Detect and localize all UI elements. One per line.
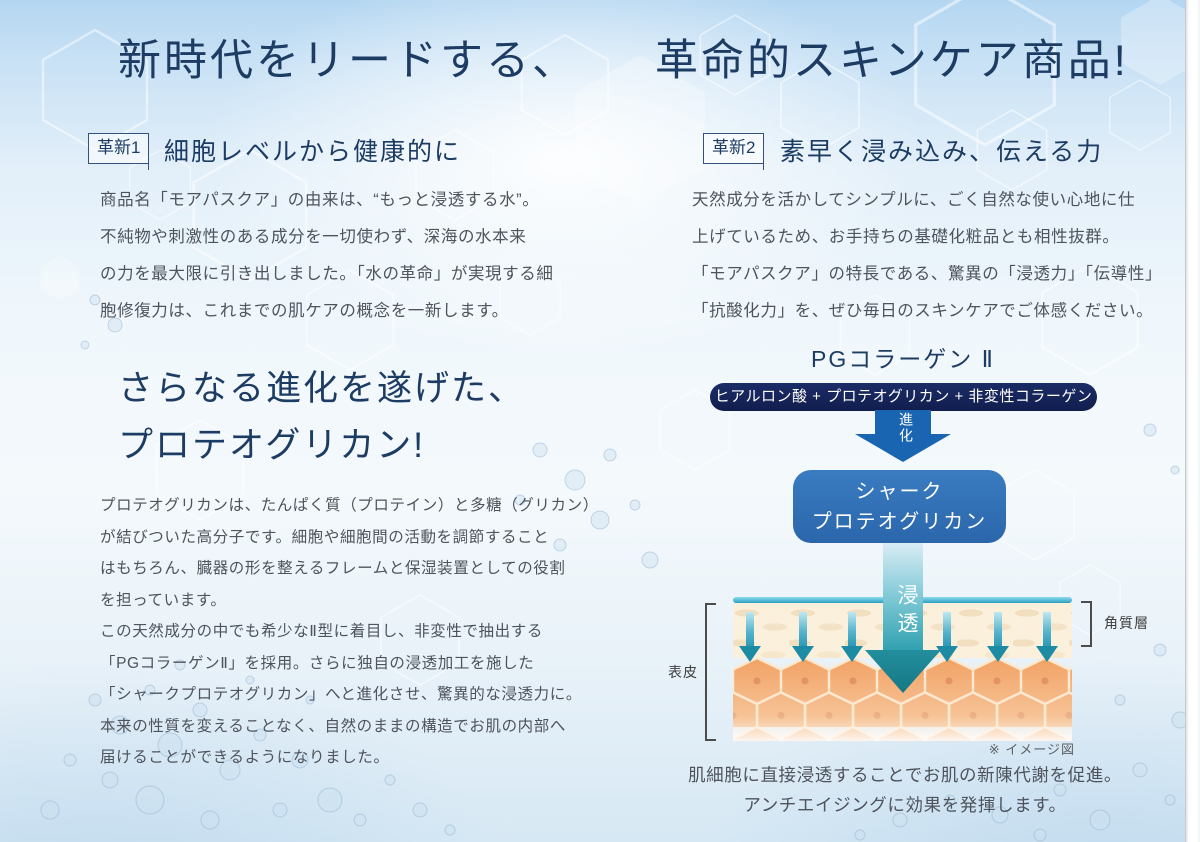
innovation2-paragraph: 天然成分を活かしてシンプルに、ごく自然な使い心地に仕 上げているため、お手持ちの… — [692, 191, 1163, 320]
evolution-arrow-label: 進化 — [898, 412, 914, 444]
evolution-heading: さらなる進化を遂げた、 プロテオグリカン! — [118, 369, 526, 465]
innovation1-paragraph: 商品名「モアパスクア」の由来は、“もっと浸透する水”。 不純物や刺激性のある成分… — [100, 191, 554, 320]
image-disclaimer-note: ※ イメージ図 — [988, 742, 1075, 757]
small-absorption-arrow-icon — [841, 612, 863, 662]
epidermis-label: 表皮 — [668, 664, 698, 680]
small-absorption-arrow-icon — [1036, 612, 1058, 662]
small-absorption-arrow-icon — [739, 612, 761, 662]
evolution-arrow-icon — [855, 410, 951, 462]
diagram-caption: 肌細胞に直接浸透することでお肌の新陳代謝を促進。 アンチエイジングに効果を発揮し… — [688, 765, 1122, 815]
formula-pill: ヒアルロン酸 + プロテオグリカン + 非変性コラーゲン — [710, 383, 1097, 411]
stratum-corneum-bracket — [1081, 601, 1092, 647]
innovation1-badge: 革新1 — [88, 133, 150, 170]
innovation2-badge: 革新2 — [703, 133, 765, 170]
skin-cross-section-figure — [733, 595, 1072, 741]
pg-collagen-title: PGコラーゲン Ⅱ — [811, 346, 995, 372]
small-absorption-arrow-icon — [792, 612, 814, 662]
left-main-title: 新時代をリードする、 — [118, 37, 578, 85]
small-absorption-arrow-icon — [987, 612, 1009, 662]
small-absorption-arrow-icon — [936, 612, 958, 662]
page-edge — [1185, 0, 1200, 842]
innovation2-heading: 素早く浸み込み、伝える力 — [780, 138, 1104, 166]
shark-proteoglycan-box: シャーク プロテオグリカン — [793, 470, 1006, 543]
absorption-arrow-label: 浸透 — [895, 584, 918, 640]
right-main-title: 革命的スキンケア商品! — [655, 37, 1129, 85]
stratum-corneum-label: 角質層 — [1104, 615, 1149, 631]
innovation1-heading: 細胞レベルから健康的に — [164, 138, 462, 166]
absorption-arrow-icon — [865, 543, 941, 693]
epidermis-bracket — [705, 603, 716, 741]
evolution-paragraph: プロテオグリカンは、たんぱく質（プロテイン）と多糖（グリカン） が結びついた高分… — [100, 497, 599, 766]
